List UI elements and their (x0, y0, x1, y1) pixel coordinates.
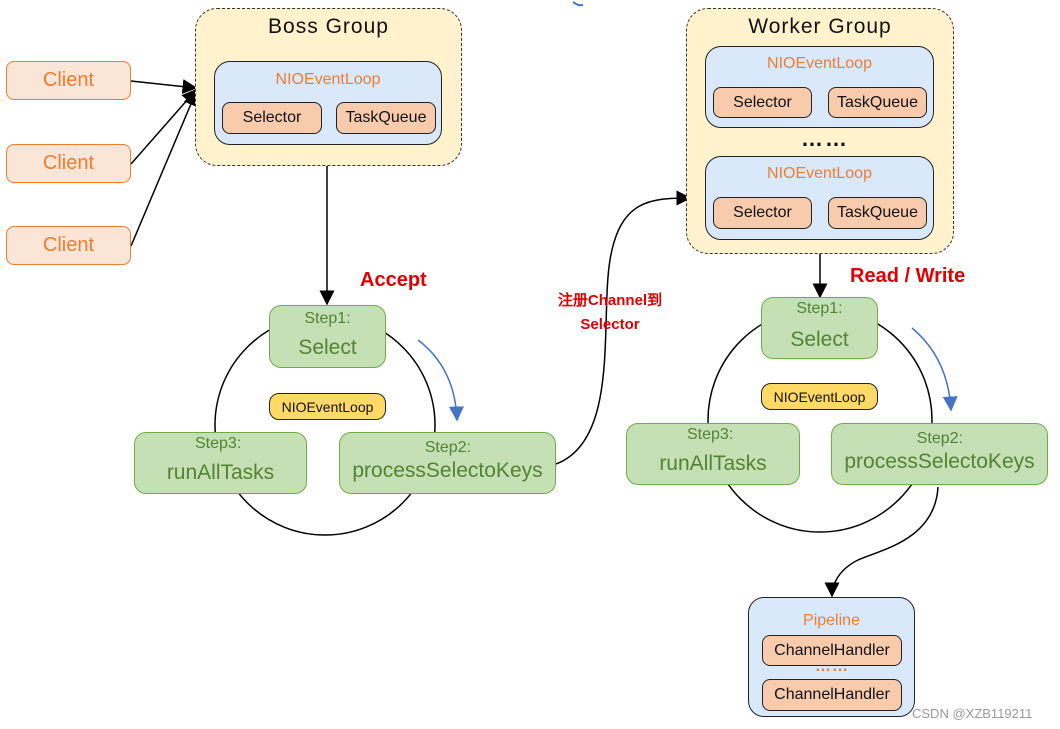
worker-event-loop-2: NIOEventLoop Selector TaskQueue (705, 156, 934, 240)
boss-step2-process-selected-keys: Step2: processSelectoKeys (339, 432, 556, 494)
pipeline-box: Pipeline ChannelHandler …… ChannelHandle… (748, 597, 915, 717)
register-label-line1: 注册Channel到 (557, 292, 663, 309)
worker-loops-ellipsis: …… (801, 126, 849, 151)
register-label-line2: Selector (580, 316, 640, 333)
step-name: Select (790, 328, 849, 351)
channel-handler-chip: ChannelHandler (762, 679, 902, 711)
worker-selector-chip: Selector (713, 197, 812, 229)
pipeline-ellipsis: …… (815, 658, 849, 675)
worker-step3-run-all-tasks: Step3: runAllTasks (626, 423, 800, 485)
worker-event-loop-title: NIOEventLoop (767, 55, 872, 72)
boss-event-loop: NIOEventLoop Selector TaskQueue (214, 61, 442, 145)
boss-group-title: Boss Group (268, 15, 389, 38)
boss-taskqueue-chip: TaskQueue (336, 102, 436, 134)
worker-step1-select: Step1: Select (761, 297, 878, 359)
step-label: Step3: (687, 426, 734, 443)
register-channel-arrow (555, 190, 692, 465)
client-label: Client (42, 152, 95, 174)
boss-selector-chip: Selector (222, 102, 322, 134)
step2-to-pipeline-arrow (824, 486, 939, 598)
read-write-label: Read / Write (850, 265, 966, 287)
boss-event-loop-badge: NIOEventLoop (269, 393, 386, 420)
register-channel-label: 注册Channel到 Selector (540, 289, 680, 337)
step-name: runAllTasks (659, 452, 767, 475)
step-name: processSelectoKeys (844, 450, 1035, 473)
step-label: Step3: (195, 435, 242, 452)
step-name: Select (298, 336, 357, 359)
channel-handler-chip: ChannelHandler (762, 635, 902, 666)
step-name: runAllTasks (166, 461, 275, 484)
worker-event-loop-1: NIOEventLoop Selector TaskQueue (705, 46, 934, 128)
worker-taskqueue-chip: TaskQueue (828, 87, 927, 118)
client-label: Client (42, 234, 95, 256)
client-box-3: Client (6, 226, 131, 265)
accept-label: Accept (360, 269, 427, 291)
boss-step3-run-all-tasks: Step3: runAllTasks (134, 432, 307, 494)
watermark: CSDN @XZB119211 (912, 706, 1033, 721)
worker-cycle-direction-arrow (911, 327, 958, 412)
worker-event-loop-badge: NIOEventLoop (761, 383, 878, 410)
step-label: Step2: (424, 439, 471, 456)
boss-step1-select: Step1: Select (269, 305, 386, 368)
client-box-1: Client (6, 61, 131, 100)
boss-cycle-direction-arrow (417, 339, 464, 422)
step-label: Step1: (304, 310, 351, 327)
pipeline-title: Pipeline (803, 612, 860, 629)
step-label: Step2: (916, 430, 963, 447)
client3-arrow (130, 90, 198, 247)
worker-step2-process-selected-keys: Step2: processSelectoKeys (831, 423, 1048, 485)
boss-event-loop-title: NIOEventLoop (275, 71, 381, 88)
worker-selector-chip: Selector (713, 87, 812, 118)
client2-arrow (130, 88, 197, 165)
client-box-2: Client (6, 144, 131, 183)
worker-event-loop-title: NIOEventLoop (767, 165, 872, 182)
client1-arrow (130, 79, 198, 95)
worker-group-title: Worker Group (748, 15, 892, 38)
client-label: Client (42, 69, 95, 91)
step-label: Step1: (796, 300, 843, 317)
step-name: processSelectoKeys (352, 459, 543, 482)
top-arc-fragment (572, 1, 584, 7)
worker-taskqueue-chip: TaskQueue (828, 197, 927, 229)
